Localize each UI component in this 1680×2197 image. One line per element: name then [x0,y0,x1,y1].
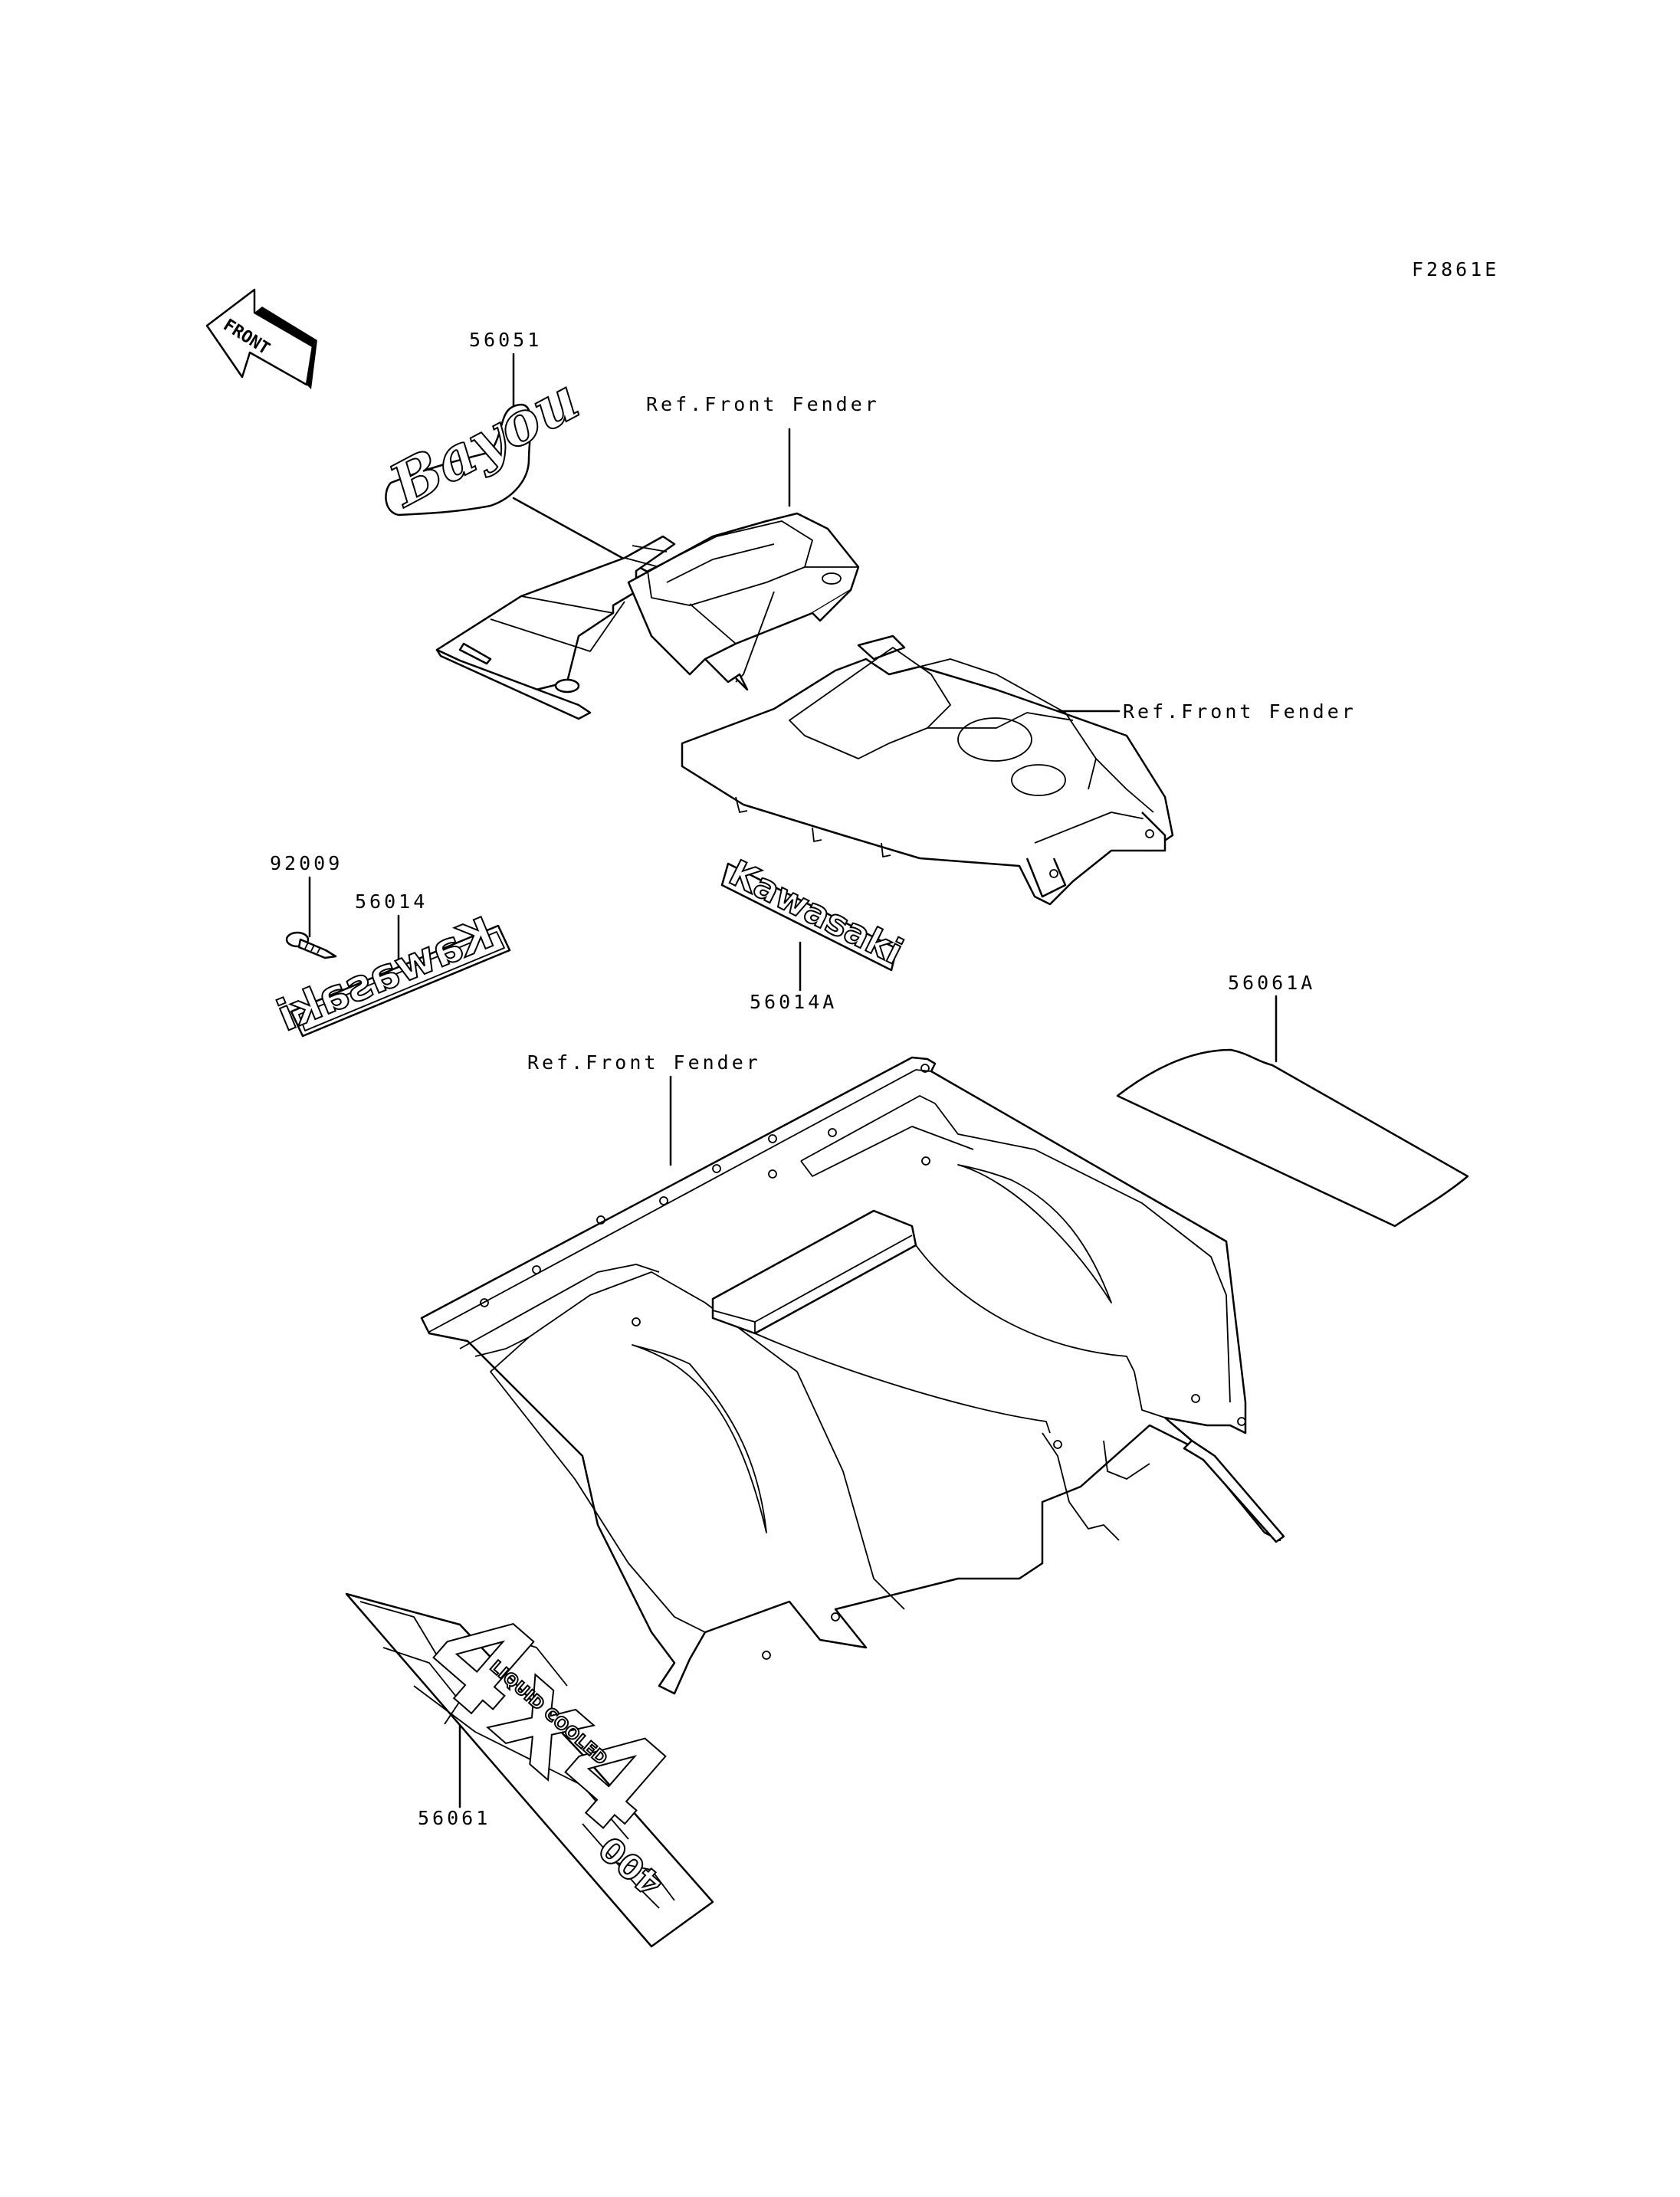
part-92009-screw [285,931,337,959]
callout-92009: 92009 [270,852,343,874]
part-56014A-kawasaki-decal: Kawasaki [720,851,910,973]
front-arrow-icon: FRONT [205,288,317,389]
callout-ref-front-fender-lower: Ref.Front Fender [527,1051,761,1074]
callout-56014: 56014 [355,890,428,913]
front-fender-middle [681,635,1174,906]
callout-56051: 56051 [469,329,542,351]
callout-56014A: 56014A [750,991,837,1013]
callout-56061: 56061 [418,1807,491,1829]
callout-56061A: 56061A [1228,972,1315,994]
front-fender-upper [435,512,860,720]
callout-ref-front-fender-mid: Ref.Front Fender [1123,700,1357,723]
mounting-holes [480,1064,1246,1660]
leader-lines [308,353,1278,1808]
kawasaki-mirror-text: Kawasaki [271,908,500,1041]
part-56061A-decal-sheet [1116,1048,1469,1228]
figure-code: F2861E [1412,258,1499,280]
callout-ref-front-fender-top: Ref.Front Fender [646,393,880,415]
kawasaki-small-text: Kawasaki [723,852,909,973]
front-fender-lower [420,1056,1285,1695]
part-56051-bayou-decal: Bayou [377,364,590,521]
part-56014-kawasaki-emblem: Kawasaki [270,907,511,1042]
